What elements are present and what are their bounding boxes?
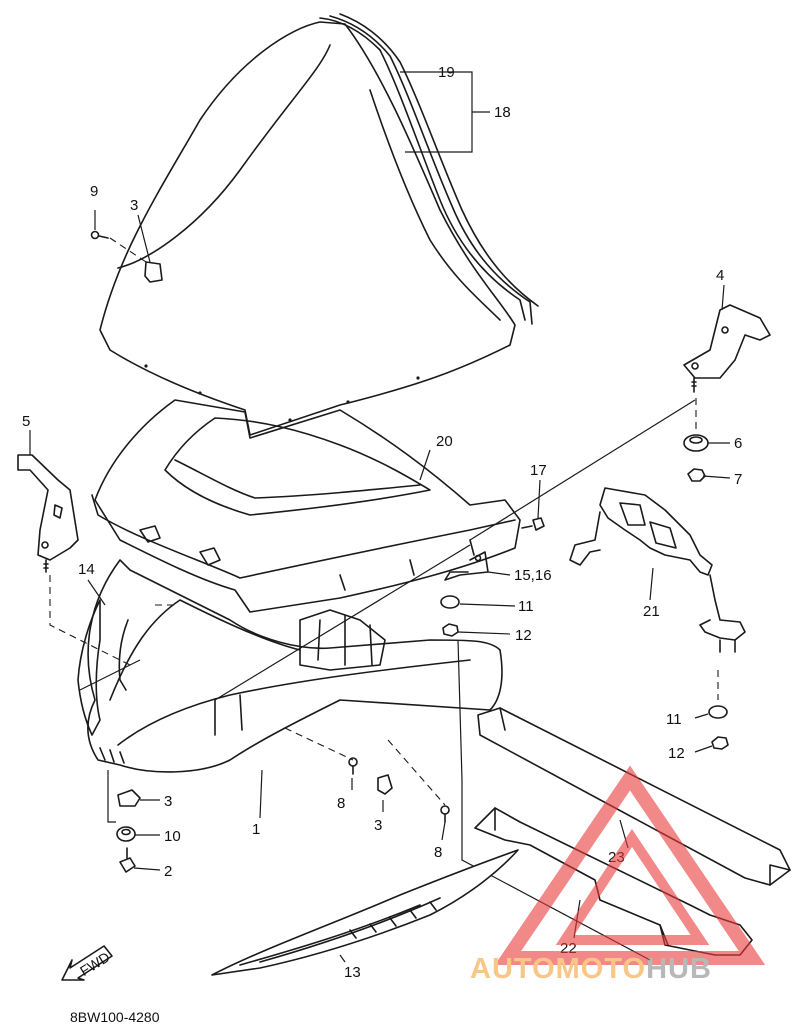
callout-9: 9 bbox=[90, 183, 98, 200]
nut-12-upper-part bbox=[442, 623, 459, 637]
callout-5: 5 bbox=[22, 413, 30, 430]
callout-21: 21 bbox=[643, 603, 660, 620]
bolt-2-part bbox=[119, 847, 136, 873]
callout-3-left: 3 bbox=[164, 793, 172, 810]
callout-13: 13 bbox=[344, 964, 361, 981]
bracket-5-part bbox=[17, 454, 79, 573]
screw-17-part bbox=[521, 517, 545, 531]
damper-11-upper-part bbox=[440, 595, 460, 609]
nut-12-lower-part bbox=[711, 736, 729, 750]
screw-8-left-part bbox=[348, 757, 358, 775]
bracket-15-16-part bbox=[444, 551, 489, 581]
nut-3-lower-left-part bbox=[117, 789, 141, 807]
callout-3-top: 3 bbox=[130, 197, 138, 214]
grommet-10-part bbox=[116, 826, 136, 842]
callout-11-upper: 11 bbox=[518, 598, 534, 615]
bracket-21-part bbox=[569, 487, 746, 653]
callout-8-right: 8 bbox=[434, 844, 442, 861]
callout-12-lower: 12 bbox=[668, 745, 685, 762]
automotohub-watermark-logo: AUTOMOTOHUB bbox=[470, 765, 766, 985]
callout-8-left: 8 bbox=[337, 795, 345, 812]
nut-3-top-part bbox=[144, 261, 163, 283]
callout-3-center: 3 bbox=[374, 817, 382, 834]
nut-3-center-part bbox=[377, 774, 393, 795]
screw-9-part bbox=[90, 230, 109, 240]
damper-11-lower-part bbox=[708, 705, 728, 719]
grommet-6-part bbox=[683, 434, 709, 452]
callout-19: 19 bbox=[438, 64, 455, 81]
callout-15-16: 15,16 bbox=[514, 567, 552, 584]
side-panel-14-part bbox=[77, 599, 129, 736]
callout-12-upper: 12 bbox=[515, 627, 532, 644]
front-cowling-part bbox=[87, 559, 503, 773]
bracket-4-part bbox=[683, 304, 771, 393]
svg-text:AUTOMOTOHUB: AUTOMOTOHUB bbox=[470, 953, 712, 985]
callout-20: 20 bbox=[436, 433, 453, 450]
lower-panel-13-part bbox=[211, 849, 519, 976]
nut-7-part bbox=[687, 468, 706, 482]
upper-cowl-part bbox=[91, 399, 521, 613]
callout-1: 1 bbox=[252, 821, 260, 838]
callout-6: 6 bbox=[734, 435, 742, 452]
callout-14: 14 bbox=[78, 561, 95, 578]
callout-11-lower: 11 bbox=[666, 711, 682, 728]
watermark-part2: HUB bbox=[646, 953, 712, 985]
screw-8-right-part bbox=[440, 805, 450, 823]
callout-7: 7 bbox=[734, 471, 742, 488]
callout-18: 18 bbox=[494, 104, 511, 121]
callout-4: 4 bbox=[716, 267, 724, 284]
watermark-part1: AUTOMOTO bbox=[470, 953, 646, 985]
callout-17: 17 bbox=[530, 462, 547, 479]
callout-10: 10 bbox=[164, 828, 181, 845]
diagram-code: 8BW100-4280 bbox=[70, 1009, 160, 1025]
forward-direction-arrow: FWD bbox=[61, 945, 113, 981]
callout-2: 2 bbox=[164, 863, 172, 880]
runner-23-part bbox=[477, 707, 791, 886]
